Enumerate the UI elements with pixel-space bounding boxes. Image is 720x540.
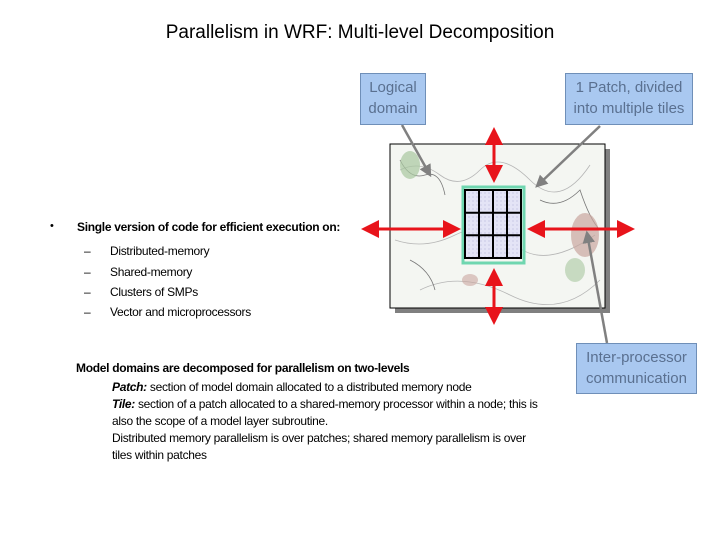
tile-grid [465,190,521,258]
callout-line: Inter-processor [586,349,687,366]
callout-line: Logical [369,79,417,96]
parallelism-summary-cont: tiles within patches [112,448,207,462]
patch [461,185,526,265]
callout-line: domain [368,100,418,117]
bullet-text: Single version of code for efficient exe… [77,220,341,234]
bullet-marker: • [50,220,54,232]
sub-item: –Clusters of SMPs [84,285,198,299]
tile-definition: Tile: section of a patch allocated to a … [112,397,538,411]
sub-item: –Distributed-memory [84,244,210,258]
patch-definition: Patch: section of model domain allocated… [112,380,472,394]
tile-definition-cont: also the scope of a model layer subrouti… [112,414,328,428]
callout-line: communication [586,370,687,387]
communication-arrows [361,127,635,325]
slide-title: Parallelism in WRF: Multi-level Decompos… [165,22,555,43]
callout-logical-domain: Logical domain [360,73,426,125]
callout-line: into multiple tiles [573,100,685,117]
callout-patch: 1 Patch, divided into multiple tiles [565,73,693,125]
callout-line: 1 Patch, divided [575,79,683,96]
callout-pointers [400,124,609,344]
decomposition-details: Patch: section of model domain allocated… [112,379,552,464]
sub-item: –Vector and microprocessors [84,305,251,319]
callout-interprocessor: Inter-processor communication [576,343,697,394]
decomposition-heading: Model domains are decomposed for paralle… [76,361,410,375]
sub-item: –Shared-memory [84,265,193,279]
parallelism-summary: Distributed memory parallelism is over p… [112,431,526,445]
